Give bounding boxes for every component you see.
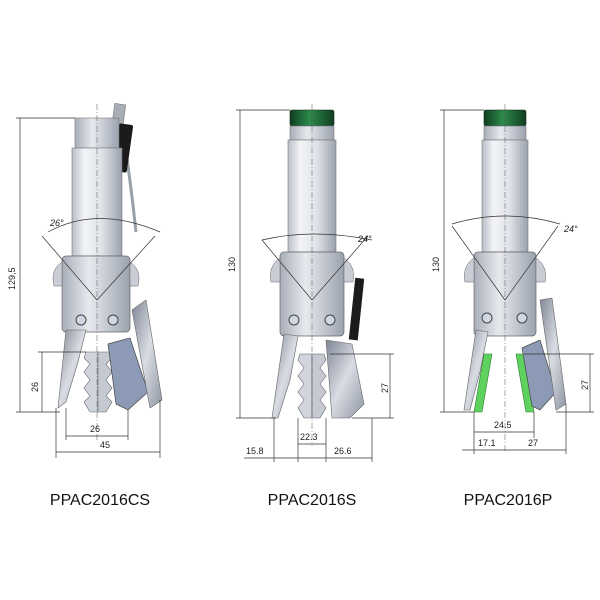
- view-ppac2016s: 24° 130 27 22.3 15.8 26.6 PPAC2016S: [227, 104, 394, 509]
- toothed-jaw-left: [297, 353, 313, 419]
- pad-jaw-right: [521, 339, 557, 411]
- side-lug-left: [464, 257, 475, 283]
- angle-label: 26°: [49, 218, 64, 228]
- view-ppac2016cs: 26° 129,5 26 26 45 PPAC2016CS: [7, 103, 163, 509]
- blade-right: [325, 339, 365, 419]
- jaw-width-dim: 24.5: [494, 420, 512, 430]
- blade-left: [271, 333, 299, 419]
- jaw-height-dim: 27: [580, 380, 590, 390]
- jaw-height-dim: 26: [30, 382, 40, 392]
- side-lug-left: [270, 257, 281, 283]
- angle-arc: [261, 233, 373, 241]
- height-dim: 129,5: [7, 267, 17, 290]
- screw-right: [107, 314, 119, 326]
- toothed-jaw-right: [311, 353, 327, 419]
- inner-width-dim: 26: [90, 424, 100, 434]
- angle-leg-right: [504, 225, 559, 301]
- toothed-jaw-left: [83, 351, 99, 413]
- head-block: [61, 255, 131, 333]
- angle-leg-right: [96, 235, 156, 301]
- blade-left: [463, 329, 489, 411]
- screw-left: [75, 314, 87, 326]
- height-dim: 130: [227, 257, 237, 272]
- side-lug-right: [129, 261, 140, 287]
- angle-label: 24°: [357, 234, 372, 244]
- angle-arc: [47, 218, 161, 233]
- right-offset-dim: 26.6: [334, 446, 352, 456]
- blade-left: [57, 329, 87, 409]
- view-ppac2016p: 24° 130 27 24.5 17.1 27 PPAC2016P: [431, 104, 594, 509]
- angle-arc: [451, 215, 561, 225]
- screw-right: [324, 314, 336, 326]
- jaw-height-dim: 27: [380, 383, 390, 393]
- model-label: PPAC2016P: [464, 492, 553, 509]
- angle-label: 24°: [563, 224, 578, 234]
- sensor-bar: [348, 277, 365, 341]
- angle-leg-left: [451, 225, 506, 301]
- left-offset-dim: 17.1: [478, 438, 496, 448]
- angle-leg-right: [311, 235, 369, 301]
- side-lug-right: [535, 257, 546, 283]
- model-label: PPAC2016CS: [50, 492, 150, 509]
- side-lug-left: [52, 261, 63, 287]
- outer-width-dim: 45: [100, 440, 110, 450]
- screw-left: [288, 314, 300, 326]
- pad-jaw-right: [107, 337, 149, 411]
- model-label: PPAC2016S: [268, 492, 357, 509]
- center-width-dim: 22.3: [300, 432, 318, 442]
- height-dim: 130: [431, 257, 441, 272]
- blade-right: [131, 299, 163, 409]
- green-jaw-left: [473, 353, 493, 413]
- angle-leg-left: [261, 239, 313, 301]
- left-offset-dim: 15.8: [246, 446, 264, 456]
- right-offset-dim: 27: [528, 438, 538, 448]
- screw-left: [481, 312, 493, 324]
- angle-leg-left: [41, 235, 98, 301]
- toothed-jaw-right: [97, 351, 113, 413]
- screw-right: [516, 312, 528, 324]
- top-nut: [74, 117, 120, 149]
